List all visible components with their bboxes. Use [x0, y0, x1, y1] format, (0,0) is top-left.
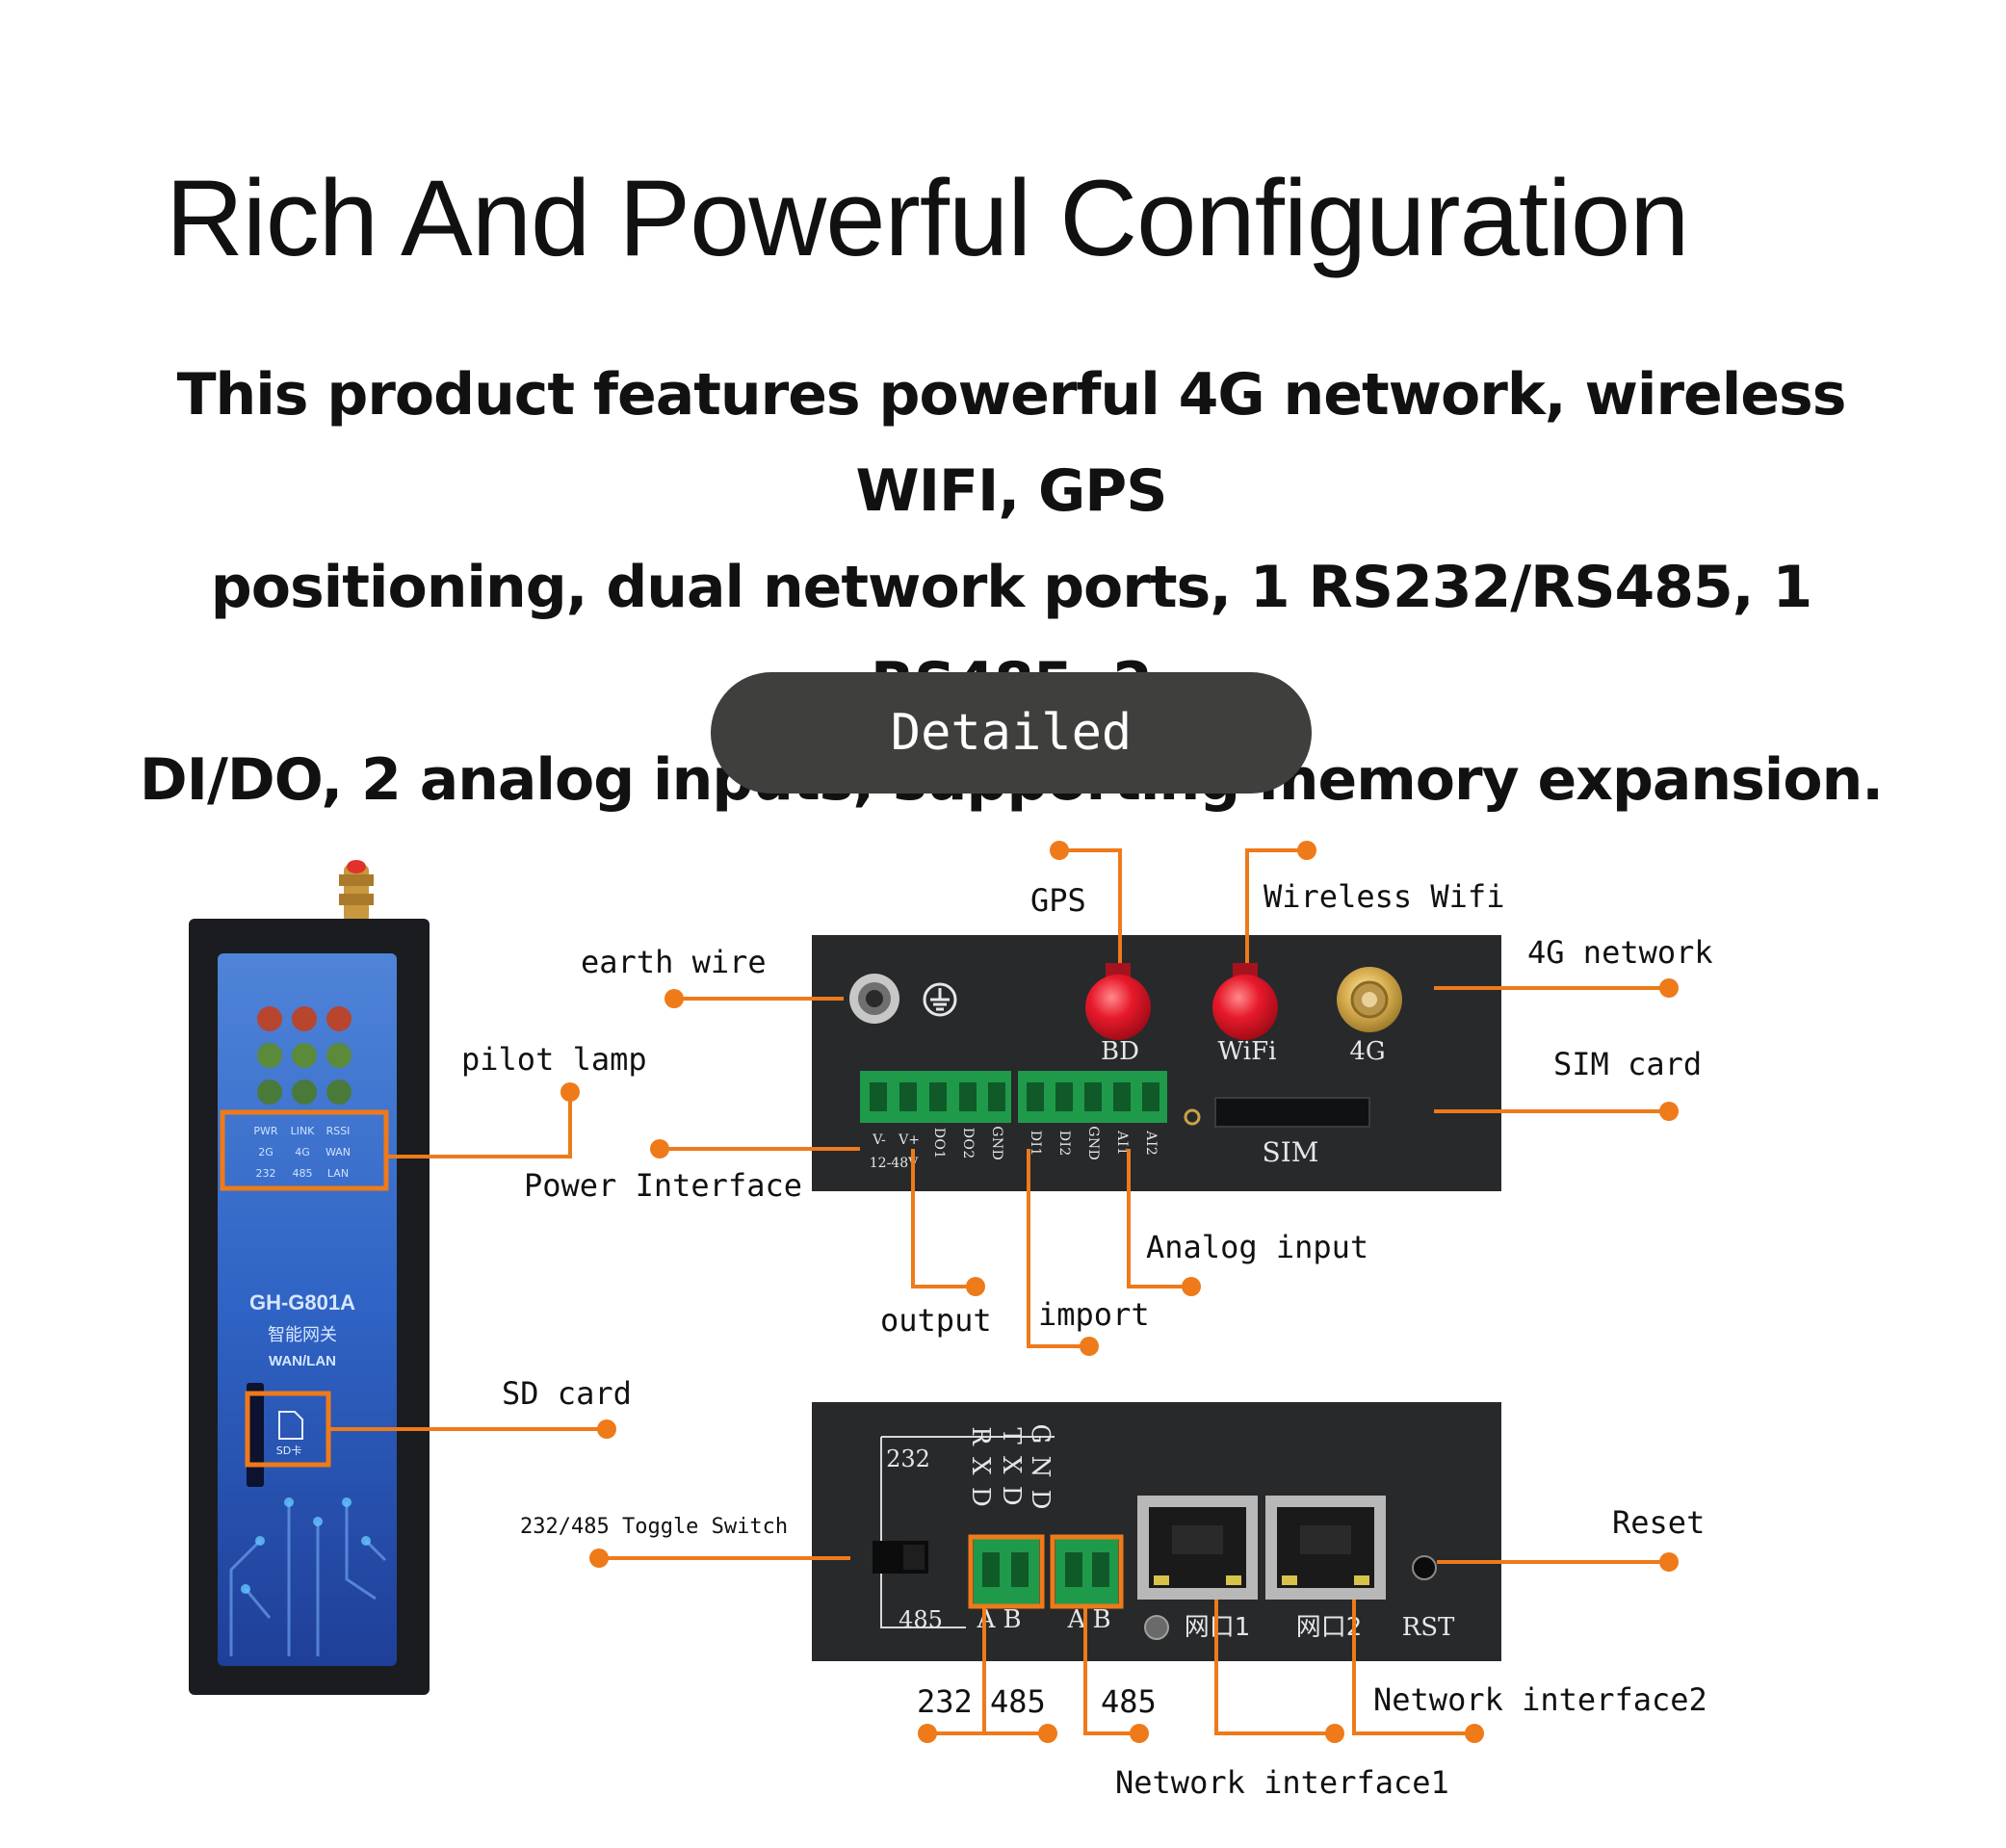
led-label: 4G — [295, 1146, 310, 1158]
sd-slot — [247, 1383, 264, 1487]
pin-label: D O 2 — [960, 1128, 976, 1158]
callout-toggle-switch: 232/485 Toggle Switch — [520, 1515, 789, 1539]
led-label: LAN — [327, 1167, 349, 1180]
led-label: LINK — [291, 1125, 316, 1137]
circuit-pattern — [229, 1502, 387, 1656]
screw — [1144, 1615, 1169, 1640]
antenna-label-wifi: WiFi — [1218, 1037, 1277, 1066]
callout-485: 485 — [990, 1683, 1046, 1720]
callout-232: 232 — [917, 1683, 973, 1720]
mode-label-485: 485 — [899, 1606, 943, 1633]
bottom-panel: 232 485 R X D T X D G N D A B A B — [812, 1402, 1501, 1661]
device-front-panel — [218, 953, 397, 1666]
callout-network-interface2: Network interface2 — [1373, 1681, 1707, 1718]
device-ports: WAN/LAN — [269, 1353, 336, 1369]
pilot-lamp-highlight — [220, 1109, 389, 1191]
antenna-label-4g: 4G — [1349, 1037, 1385, 1066]
led-label: RSSI — [326, 1125, 351, 1137]
device-name: 智能网关 — [268, 1325, 337, 1345]
sim-slot — [1214, 1097, 1370, 1128]
reset-label: RST — [1402, 1613, 1455, 1642]
callout-analog-input: Analog input — [1146, 1229, 1369, 1265]
sd-slot-label: SD卡 — [276, 1445, 301, 1457]
terminal-232-485-highlight — [968, 1534, 1045, 1609]
callout-power-interface: Power Interface — [524, 1167, 802, 1204]
callout-sim-card: SIM card — [1553, 1046, 1703, 1082]
ab-pin-label: A — [1067, 1605, 1087, 1634]
callout-import: import — [1038, 1296, 1150, 1333]
ab-pin-label: A — [977, 1605, 997, 1634]
callout-pilot-lamp: pilot lamp — [461, 1041, 647, 1078]
pin-label: G N D — [989, 1126, 1004, 1159]
pin-label: G N D — [1085, 1126, 1101, 1159]
callout-earth-wire: earth wire — [581, 944, 767, 980]
pin-label: V+ — [898, 1132, 920, 1148]
serial-pin-label: G N D — [1026, 1424, 1055, 1512]
reset-button — [1412, 1555, 1437, 1580]
top-panel: BD WiFi 4G V- V+ 12-48V D O 1 D O 2 G N … — [812, 935, 1501, 1191]
leader-dots — [560, 841, 1679, 1743]
lan-port-2 — [1265, 1496, 1386, 1600]
callout-sd-card: SD card — [502, 1375, 632, 1412]
subtitle-line-1: This product features powerful 4G networ… — [176, 361, 1847, 525]
pin-label: A I 1 — [1114, 1130, 1130, 1154]
led-label: 232 — [256, 1167, 276, 1180]
sd-card-icon — [278, 1411, 303, 1440]
led-label: WAN — [326, 1146, 351, 1158]
device-model: GH-G801A — [249, 1290, 355, 1314]
callout-gps: GPS — [1030, 882, 1086, 919]
sim-led — [1184, 1108, 1201, 1126]
ground-icon — [923, 982, 957, 1017]
led-indicators — [257, 1006, 352, 1105]
detailed-illustration-badge: Detailed illustration — [711, 672, 1312, 883]
4g-antenna — [1337, 967, 1402, 1032]
ab-pin-label: B — [1092, 1605, 1110, 1634]
pin-label: A I 2 — [1143, 1130, 1159, 1155]
pin-labels-vertical: D O 1 D O 2 G N D D I 1 D I 2 G N D A I … — [931, 1126, 1159, 1159]
sim-label: SIM — [1263, 1136, 1319, 1168]
led-label: PWR — [253, 1125, 278, 1137]
callout-network-interface1: Network interface1 — [1115, 1764, 1449, 1801]
mode-label-232: 232 — [886, 1445, 930, 1472]
lan2-label: 网口2 — [1296, 1613, 1363, 1642]
callout-reset: Reset — [1612, 1504, 1706, 1541]
led-label: 485 — [293, 1167, 313, 1180]
callout-4g-network: 4G network — [1527, 934, 1713, 971]
pin-label: V- — [872, 1132, 886, 1148]
serial-pin-label: R X D — [966, 1426, 995, 1508]
pin-label: D I 2 — [1056, 1131, 1072, 1156]
bd-antenna — [1085, 963, 1151, 1040]
lan-port-1 — [1137, 1496, 1258, 1600]
power-voltage: 12-48V — [870, 1156, 919, 1171]
pin-label: D I 1 — [1028, 1131, 1043, 1155]
antenna-label-bd: BD — [1101, 1037, 1139, 1066]
callout-output: output — [880, 1302, 992, 1339]
callout-485-2: 485 — [1101, 1683, 1157, 1720]
leader-lines — [327, 848, 1669, 1735]
callout-wireless-wifi: Wireless Wifi — [1264, 878, 1505, 915]
gateway-device: PWR LINK RSSI 2G 4G WAN 232 485 LAN GH-G… — [189, 860, 430, 1695]
led-label: 2G — [258, 1146, 274, 1158]
page-title: Rich And Powerful Configuration — [166, 158, 1689, 278]
ab-pin-label: B — [1003, 1605, 1021, 1634]
wifi-antenna — [1212, 963, 1278, 1040]
serial-pin-label: T X D — [997, 1427, 1026, 1507]
pin-label: D O 1 — [931, 1128, 947, 1158]
